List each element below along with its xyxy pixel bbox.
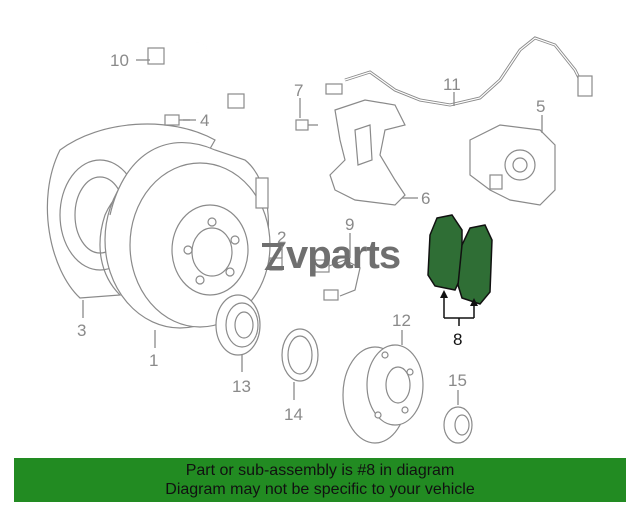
axle-nut-part-15[interactable] [443,406,473,444]
callout-5: 5 [536,97,545,116]
logo-text: vparts [286,233,400,277]
banner-line-2: Diagram may not be specific to your vehi… [165,481,475,498]
callout-2: 2 [277,228,286,247]
callout-10: 10 [110,51,129,70]
parts-diagram: vparts 10 4 7 11 5 6 9 2 3 1 8 12 13 14 … [46,36,593,444]
brake-hose-part-10[interactable] [147,42,269,209]
caliper-part-5[interactable] [469,124,556,206]
callout-12: 12 [392,311,411,330]
callout-15: 15 [448,371,467,390]
callout-14: 14 [284,405,303,424]
vparts-logo: vparts [262,233,401,277]
callout-3: 3 [77,321,86,340]
brake-rotor-part-1[interactable] [104,142,271,329]
callout-8-bracket [440,290,478,326]
callout-11: 11 [443,75,461,94]
brake-pads-part-8[interactable] [427,214,493,305]
wheel-bearing-part-13[interactable] [215,294,261,356]
callout-1: 1 [149,351,158,370]
bolt-part-7[interactable] [295,119,318,131]
callout-leaders [82,59,543,405]
callout-7: 7 [294,81,303,100]
fitment-notice-banner: Part or sub-assembly is #8 in diagram Di… [14,458,626,502]
callout-9: 9 [345,215,354,234]
wheel-hub-part-12[interactable] [342,344,424,444]
caliper-carrier-part-6[interactable] [329,99,406,206]
callout-4: 4 [200,111,209,130]
snap-ring-part-14[interactable] [281,328,319,382]
wear-sensor-cable-part-11[interactable] [325,36,593,107]
callout-13: 13 [232,377,251,396]
callout-6: 6 [421,189,430,208]
banner-line-1: Part or sub-assembly is #8 in diagram [185,462,455,479]
callout-8: 8 [453,330,462,349]
wear-sensor-part-9[interactable] [314,259,361,301]
